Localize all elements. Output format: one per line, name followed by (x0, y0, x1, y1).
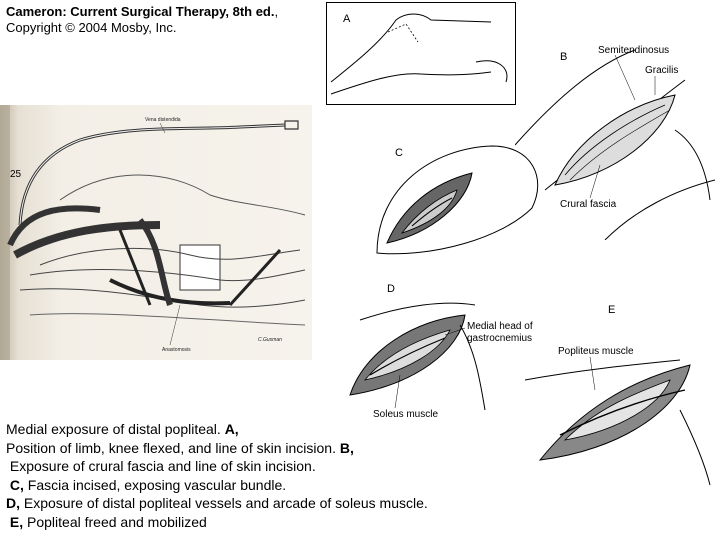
panel-c: C (376, 145, 539, 255)
caption-line-1: Medial exposure of distal popliteal. A, (6, 421, 239, 437)
book-title: Cameron: Current Surgical Therapy, 8th e… (6, 4, 279, 19)
panel-b: B Semitendinosus Gracilis Crural fascia (515, 45, 715, 240)
label-vena-distendida: Vena distendida (145, 117, 181, 123)
label-gastrocnemius: gastrocnemius (467, 333, 532, 344)
artist-signature: C.Gusman (258, 337, 282, 343)
caption-line-3: Exposure of crural fascia and line of sk… (6, 458, 316, 474)
label-medial-head: Medial head of (467, 321, 533, 332)
panel-c-letter: C (395, 147, 403, 159)
caption-line-6: E, Popliteal freed and mobilized (9, 513, 207, 530)
label-popliteus-muscle: Popliteus muscle (558, 346, 634, 357)
label-crural-fascia: Crural fascia (560, 199, 617, 210)
figure-caption: Medial exposure of distal popliteal. A, … (6, 420, 428, 531)
panel-b-letter: B (560, 51, 567, 63)
panel-a-letter: A (343, 13, 351, 25)
caption-line-5: D, Exposure of distal popliteal vessels … (6, 495, 428, 511)
header: Cameron: Current Surgical Therapy, 8th e… (6, 4, 278, 36)
panel-a: A (326, 2, 516, 105)
panel-d: D Medial head of gastrocnemius Soleus mu… (349, 283, 533, 420)
label-gracilis: Gracilis (645, 65, 678, 76)
panel-e-letter: E (608, 304, 615, 316)
label-semitendinosus: Semitendinosus (598, 45, 669, 56)
caption-line-2: Position of limb, knee flexed, and line … (6, 439, 354, 456)
panel-e: E Popliteus muscle (524, 304, 711, 486)
label-soleus-muscle: Soleus muscle (373, 409, 438, 420)
left-surgical-figure: 25 Vena distendida Anastomosis C.Gusman (0, 105, 312, 360)
panel-d-letter: D (387, 283, 395, 295)
label-anastomosis: Anastomosis (162, 347, 191, 353)
copyright: Copyright © 2004 Mosby, Inc. (6, 20, 177, 35)
caption-line-4: C, Fascia incised, exposing vascular bun… (9, 476, 287, 493)
page-number: 25 (10, 169, 22, 180)
